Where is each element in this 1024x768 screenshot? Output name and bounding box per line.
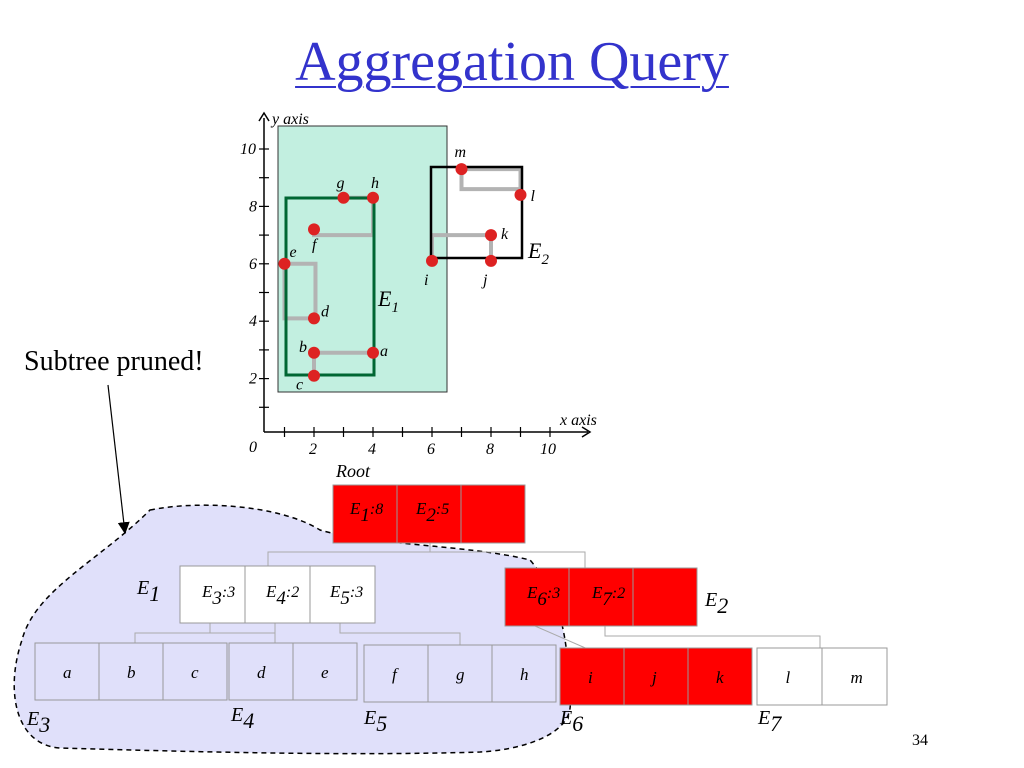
y-tick-label: 4 bbox=[249, 313, 257, 330]
root-label: Root bbox=[335, 461, 371, 481]
leaf-e5: f g h bbox=[363, 644, 557, 703]
mbr-e1-label: E1 bbox=[377, 286, 399, 316]
point-h bbox=[367, 191, 379, 204]
leaf-item-c: c bbox=[191, 663, 199, 682]
leaf-name-e4: E4 bbox=[230, 704, 254, 733]
slide-title: Aggregation Query bbox=[295, 31, 729, 93]
leaf-name-e3: E3 bbox=[26, 708, 50, 737]
y-axis-label: y axis bbox=[270, 111, 309, 128]
point-j bbox=[485, 254, 497, 267]
leaf-item-g: g bbox=[456, 665, 465, 684]
leaf-item-e: e bbox=[321, 663, 329, 682]
mbr-e2 bbox=[429, 165, 524, 260]
grey-link bbox=[459, 167, 523, 192]
node-e1: E3:3 E4:2 E5:3 bbox=[179, 565, 376, 624]
point-label-b: b bbox=[299, 339, 307, 356]
pruned-arrow bbox=[107, 384, 130, 535]
node-e2-entry: E6:3 bbox=[526, 583, 560, 610]
leaf-item-j: j bbox=[650, 668, 657, 687]
point-label-j: j bbox=[481, 272, 488, 289]
point-g bbox=[337, 191, 350, 204]
point-label-c: c bbox=[296, 377, 303, 394]
x-tick-label: 4 bbox=[368, 441, 376, 458]
x-tick-label: 8 bbox=[486, 441, 494, 458]
point-label-g: g bbox=[337, 175, 345, 192]
x-axis-arrow-icon bbox=[581, 426, 592, 438]
leaf-item-l: l bbox=[786, 668, 791, 687]
leaf-e3: a b c bbox=[34, 642, 228, 701]
leaf-item-k: k bbox=[716, 668, 724, 687]
mbr-e2-label: E2 bbox=[527, 238, 549, 268]
root-entry: E2:5 bbox=[415, 499, 449, 526]
point-e bbox=[278, 257, 291, 270]
mbr-e1 bbox=[284, 196, 376, 377]
point-label-e: e bbox=[290, 244, 297, 261]
y-tick-label: 6 bbox=[249, 256, 257, 273]
x-tick-label: 2 bbox=[309, 441, 317, 458]
leaf-item-m: m bbox=[851, 668, 863, 687]
point-f bbox=[308, 223, 320, 236]
point-l bbox=[514, 188, 527, 201]
x-tick-label: 6 bbox=[427, 441, 435, 458]
y-axis-arrow-icon bbox=[258, 111, 270, 122]
point-label-i: i bbox=[424, 272, 428, 289]
pruned-annotation: Subtree pruned! bbox=[24, 346, 204, 377]
point-a bbox=[367, 346, 379, 359]
point-label-k: k bbox=[501, 226, 509, 243]
point-label-d: d bbox=[321, 303, 330, 320]
node-e1-entry: E4:2 bbox=[265, 582, 299, 609]
leaf-name-e6: E6 bbox=[559, 707, 583, 736]
node-e1-entry: E5:3 bbox=[329, 582, 363, 609]
leaf-e6: i j k bbox=[559, 647, 753, 706]
point-label-l: l bbox=[531, 188, 536, 205]
query-region bbox=[277, 125, 448, 393]
y-tick-label: 10 bbox=[240, 141, 256, 158]
leaf-name-e7: E7 bbox=[757, 707, 782, 736]
point-m bbox=[455, 163, 468, 176]
leaf-item-h: h bbox=[520, 665, 529, 684]
leaf-name-e5: E5 bbox=[363, 707, 387, 736]
slide-number: 34 bbox=[912, 732, 928, 749]
leaf-item-f: f bbox=[392, 665, 399, 684]
x-tick-label: 10 bbox=[540, 441, 556, 458]
node-e2-name: E2 bbox=[704, 589, 728, 618]
node-e1-name: E1 bbox=[136, 577, 160, 606]
y-tick-label: 8 bbox=[249, 198, 257, 215]
point-b bbox=[308, 346, 320, 359]
point-d bbox=[308, 312, 320, 325]
leaf-item-a: a bbox=[63, 663, 72, 682]
leaf-item-i: i bbox=[588, 668, 593, 687]
point-label-m: m bbox=[455, 144, 467, 161]
point-label-f: f bbox=[312, 236, 319, 253]
node-e2-entry: E7:2 bbox=[591, 583, 625, 610]
x-axis-label: x axis bbox=[559, 412, 597, 429]
root-node: E1:8 E2:5 bbox=[332, 484, 526, 544]
point-k bbox=[485, 229, 497, 242]
point-label-a: a bbox=[380, 343, 388, 360]
leaf-item-b: b bbox=[127, 663, 136, 682]
point-i bbox=[426, 254, 438, 267]
origin-label: 0 bbox=[249, 439, 257, 456]
node-e2: E6:3 E7:2 bbox=[504, 567, 698, 627]
leaf-item-d: d bbox=[257, 663, 266, 682]
root-entry: E1:8 bbox=[349, 499, 383, 526]
point-label-h: h bbox=[371, 175, 379, 192]
node-e1-entry: E3:3 bbox=[201, 582, 235, 609]
y-tick-label: 2 bbox=[249, 371, 257, 388]
tree-connectors bbox=[134, 543, 821, 651]
point-c bbox=[308, 369, 320, 382]
